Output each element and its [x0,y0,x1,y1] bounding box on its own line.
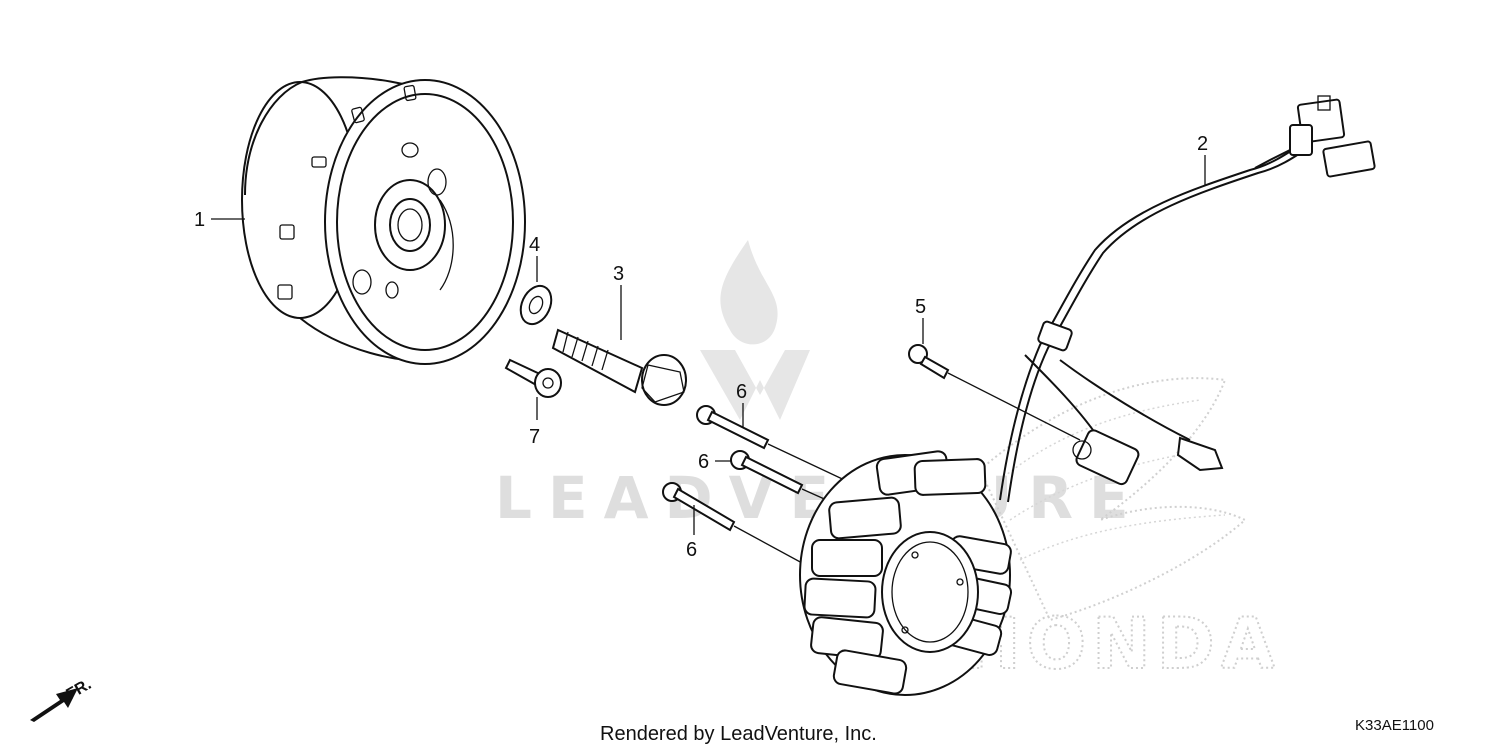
wire-harness[interactable]: 2 [999,95,1376,503]
callout-5: 5 [915,296,926,318]
callout-6c: 6 [686,539,697,561]
callout-2: 2 [1197,133,1208,155]
washer[interactable]: 4 [515,234,557,329]
callout-6b: 6 [698,451,709,473]
flywheel[interactable]: 1 [194,76,526,365]
stator-bolt-a[interactable]: 6 [696,381,871,493]
callout-6a: 6 [736,381,747,403]
watermark-flame-icon [700,240,810,420]
callout-7: 7 [529,426,540,448]
honda-logo-text: HONDA [962,603,1281,685]
callout-4: 4 [529,234,540,256]
flywheel-bolt[interactable]: 3 [551,263,687,406]
front-direction-arrow: FR. [30,676,94,722]
small-bolt[interactable]: 7 [504,358,562,448]
screw[interactable]: 5 [908,296,1081,441]
diagram-code: K33AE1100 [1355,717,1434,734]
honda-wing-logo: HONDA [961,377,1281,686]
stator[interactable] [799,450,1013,696]
rendered-by-text: Rendered by LeadVenture, Inc. [600,723,877,745]
stator-bolt-b[interactable]: 6 [698,450,841,507]
callout-3: 3 [613,263,624,285]
callout-1: 1 [194,209,205,231]
